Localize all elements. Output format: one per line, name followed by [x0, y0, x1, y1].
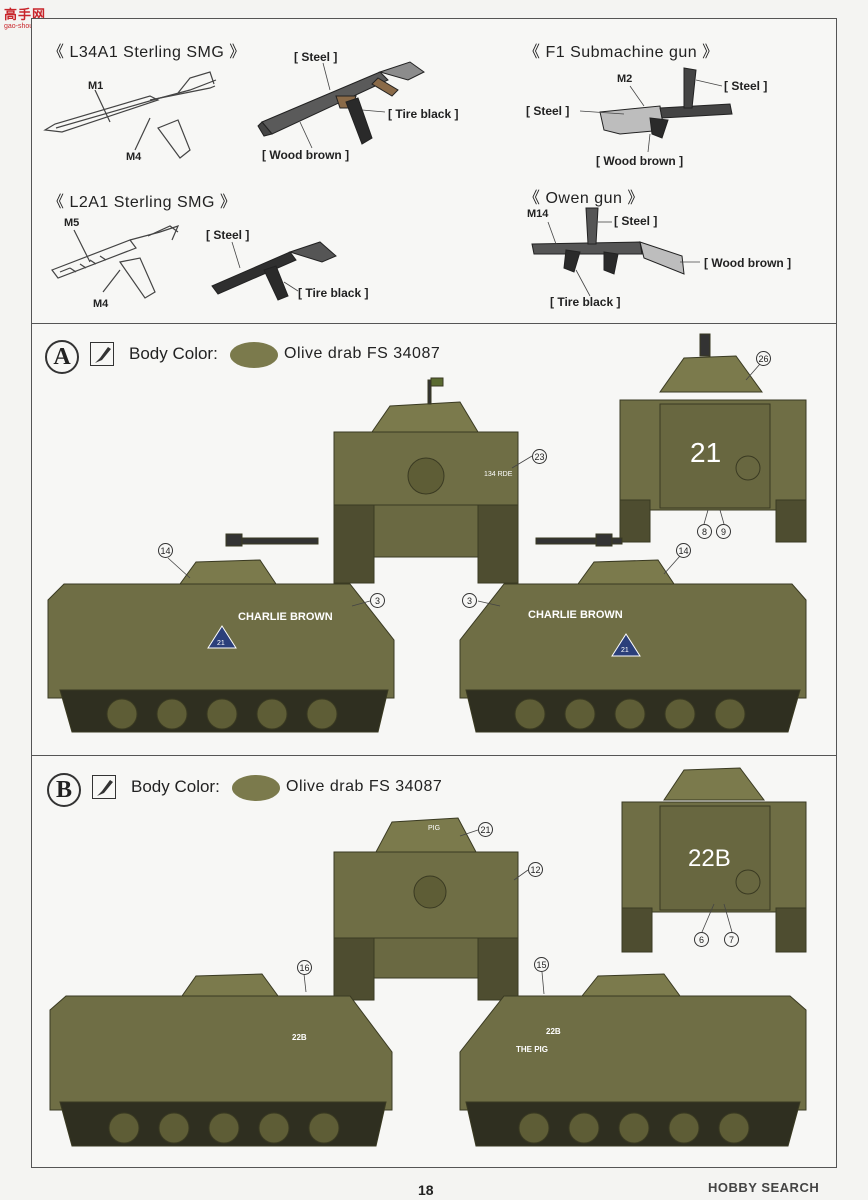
- a-right-vehicle-name: CHARLIE BROWN: [528, 609, 623, 621]
- page-number: 18: [418, 1182, 434, 1198]
- a-front-marking: 134 RDE: [484, 471, 513, 478]
- a-right-triangle-number: 21: [621, 647, 629, 654]
- brush-icon: [92, 775, 116, 799]
- l2a1-callout-steel: [ Steel ]: [206, 228, 250, 242]
- l34a1-part-m1: M1: [88, 80, 104, 92]
- l34a1-callout-wood: [ Wood brown ]: [262, 148, 350, 162]
- a-callout-left-turret: 14: [158, 543, 173, 558]
- owen-callout-wood: [ Wood brown ]: [704, 256, 792, 270]
- l34a1-part-m4: M4: [126, 151, 142, 163]
- a-callout-left-side: 3: [370, 593, 385, 608]
- watermark-url: gao-shou.com: [4, 23, 49, 30]
- b-front-marking: PIG: [428, 825, 440, 832]
- divider-guns-a: [31, 323, 837, 324]
- section-a-color-name: Olive drab FS 34087: [284, 345, 441, 362]
- brush-icon: [90, 342, 114, 366]
- a-left-triangle-number: 21: [217, 640, 225, 647]
- owen-part-m14: M14: [527, 208, 549, 220]
- b-right-side-name: THE PIG: [516, 1045, 548, 1054]
- b-right-side-number: 22B: [546, 1027, 561, 1036]
- f1-callout-steel-left: [ Steel ]: [526, 104, 570, 118]
- l34a1-callout-steel: [ Steel ]: [294, 50, 338, 64]
- a-callout-right-turret: 14: [676, 543, 691, 558]
- brand-logo: HOBBY SEARCH: [708, 1180, 820, 1195]
- b-callout-right-hull: 15: [534, 957, 549, 972]
- b-callout-front-side: 12: [528, 862, 543, 877]
- section-a-body-label: Body Color:: [129, 344, 218, 363]
- owen-color-drawing: [531, 207, 700, 297]
- a-callout-right-side: 3: [462, 593, 477, 608]
- l2a1-line-drawing: [51, 225, 180, 299]
- b-callout-rear-a: 6: [694, 932, 709, 947]
- a-callout-rear-a: 8: [697, 524, 712, 539]
- section-b-color-swatch: [232, 775, 280, 801]
- owen-callout-tire: [ Tire black ]: [550, 295, 621, 309]
- divider-a-b: [31, 755, 837, 756]
- section-b-color-name: Olive drab FS 34087: [286, 778, 443, 795]
- l2a1-title: 《 L2A1 Sterling SMG 》: [48, 194, 237, 211]
- l2a1-callout-tire: [ Tire black ]: [298, 286, 369, 300]
- section-b-body-label: Body Color:: [131, 777, 220, 796]
- b-callout-left-hull: 16: [297, 960, 312, 975]
- f1-callout-wood: [ Wood brown ]: [596, 154, 684, 168]
- b-left-side-number: 22B: [292, 1033, 307, 1042]
- l34a1-title: 《 L34A1 Sterling SMG 》: [48, 44, 246, 61]
- f1-title: 《 F1 Submachine gun 》: [524, 44, 719, 61]
- section-a-badge: A: [45, 340, 79, 374]
- a-rear-number: 21: [690, 437, 721, 468]
- f1-color-drawing: [579, 67, 733, 153]
- section-b-badge: B: [47, 773, 81, 807]
- l2a1-part-m5: M5: [64, 217, 80, 229]
- f1-callout-steel-right: [ Steel ]: [724, 79, 768, 93]
- l34a1-callout-tire: [ Tire black ]: [388, 107, 459, 121]
- b-rear-number: 22B: [688, 845, 731, 872]
- owen-callout-steel: [ Steel ]: [614, 214, 658, 228]
- a-callout-rear-top: 26: [756, 351, 771, 366]
- l34a1-line-drawing: [43, 71, 217, 159]
- a-callout-rear-b: 9: [716, 524, 731, 539]
- l34a1-color-drawing: [257, 61, 425, 149]
- owen-title: 《 Owen gun 》: [524, 190, 644, 207]
- l2a1-color-drawing: [211, 241, 337, 301]
- b-callout-rear-b: 7: [724, 932, 739, 947]
- a-left-vehicle-name: CHARLIE BROWN: [238, 611, 333, 623]
- section-a-color-swatch: [230, 342, 278, 368]
- l2a1-part-m4: M4: [93, 298, 109, 310]
- f1-part-m2: M2: [617, 73, 633, 85]
- b-callout-front-top: 21: [478, 822, 493, 837]
- a-callout-front: 23: [532, 449, 547, 464]
